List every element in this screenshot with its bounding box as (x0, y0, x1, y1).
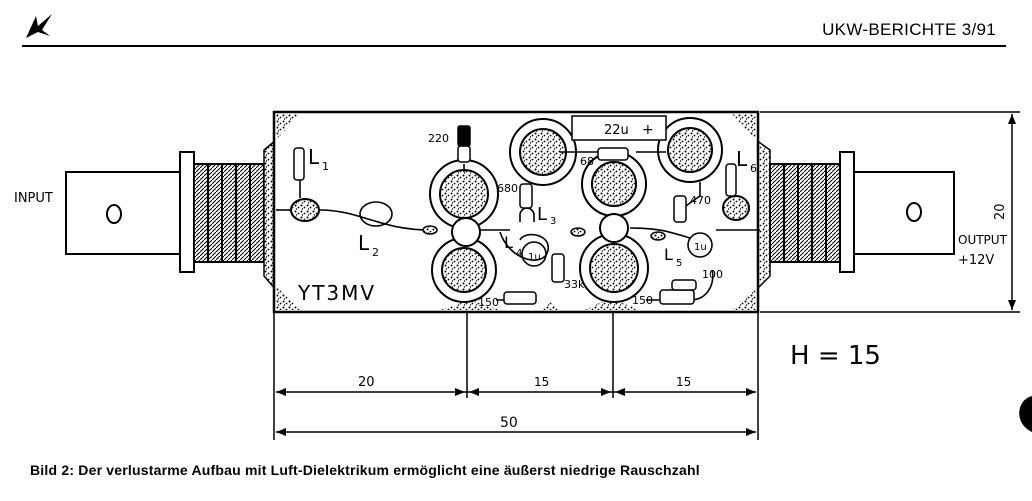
transistors (451, 213, 629, 247)
label-L4-sub: 4 (516, 248, 522, 259)
dimension-labels: 20 15 15 50 20 (358, 203, 1008, 431)
publication-title: UKW-BERICHTE 3/91 (822, 20, 996, 39)
components (293, 115, 737, 305)
label-height: H = 15 (790, 341, 881, 371)
label-150-left: 150 (478, 296, 499, 309)
label-22u: 22u (604, 123, 629, 138)
dim-seg2: 15 (534, 375, 549, 389)
dim-total: 50 (500, 415, 518, 431)
label-L2: L (358, 231, 370, 255)
input-connector (65, 138, 277, 293)
dimension-lines (273, 111, 1020, 440)
dim-seg3: 15 (676, 375, 691, 389)
label-150-right: 150 (632, 294, 653, 307)
bird-icon (26, 14, 52, 38)
header-rule (22, 45, 1006, 47)
label-L2-sub: 2 (372, 246, 379, 259)
label-68: 68 (580, 155, 594, 168)
label-100: 100 (702, 268, 723, 281)
output-connector (755, 138, 955, 292)
label-L5-sub: 5 (676, 258, 682, 269)
layout-drawing: L 1 L 2 L 3 L 4 L 5 L 6 220 680 68 22u +… (14, 110, 1032, 440)
label-220: 220 (428, 132, 449, 145)
page-edge-mark (1019, 396, 1032, 432)
publisher-logo (22, 8, 56, 47)
label-L3-sub: 3 (550, 216, 556, 227)
label-L6: L (736, 147, 748, 171)
label-transistor: YT3MV (297, 281, 376, 305)
label-L1-sub: 1 (322, 160, 329, 173)
label-output: OUTPUT (958, 233, 1008, 247)
label-choke-left: 1u (528, 252, 541, 263)
label-L5: L (664, 245, 673, 264)
label-680: 680 (497, 182, 518, 195)
label-supply: +12V (958, 253, 994, 268)
label-L4: L (504, 233, 513, 252)
label-L3: L (537, 204, 547, 225)
label-choke-right: 1u (694, 242, 707, 253)
label-L1: L (308, 145, 320, 169)
component-labels: L 1 L 2 L 3 L 4 L 5 L 6 220 680 68 22u +… (14, 122, 1008, 371)
label-33k: 33k (564, 278, 585, 291)
label-L6-sub: 6 (750, 162, 757, 175)
dim-side: 20 (993, 203, 1008, 220)
label-22u-plus: + (642, 122, 654, 138)
label-470: 470 (690, 194, 711, 207)
figure-caption: Bild 2: Der verlustarme Aufbau mit Luft-… (30, 462, 700, 478)
dim-seg1: 20 (358, 375, 375, 390)
label-input: INPUT (14, 191, 53, 206)
